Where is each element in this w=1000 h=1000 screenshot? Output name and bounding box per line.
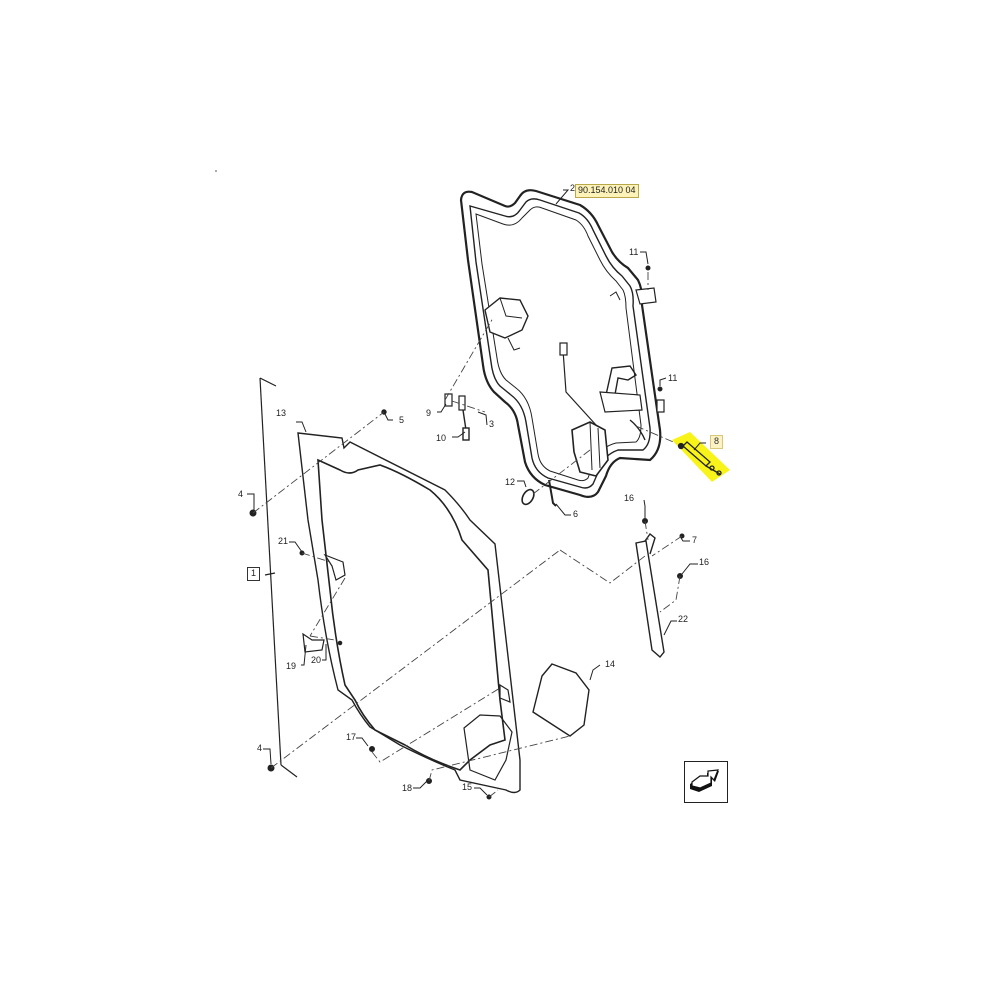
callout-9[interactable]: 9: [426, 408, 432, 418]
gas-strut-item-8[interactable]: [672, 432, 730, 482]
callout-17[interactable]: 17: [346, 732, 357, 742]
callout-7[interactable]: 7: [692, 535, 698, 545]
item-1-outline: [259, 377, 298, 778]
strip-item-22: [635, 532, 665, 659]
callout-8-highlighted[interactable]: 8: [710, 435, 724, 449]
hardware-parts: [249, 265, 685, 800]
leader-lines: [247, 189, 706, 796]
callout-2[interactable]: 2: [570, 183, 576, 193]
stray-dot: [215, 170, 217, 172]
glass-item-14: [532, 663, 590, 737]
callout-13[interactable]: 13: [276, 408, 287, 418]
callout-11-lower[interactable]: 11: [668, 373, 678, 383]
reference-link-90-154-010-04[interactable]: 90.154.010 04: [575, 184, 639, 198]
callout-16-right[interactable]: 16: [699, 557, 710, 567]
callout-16-top[interactable]: 16: [624, 493, 635, 503]
callout-20[interactable]: 20: [311, 655, 322, 665]
callout-3[interactable]: 3: [489, 419, 495, 429]
door-panel-item-13: [297, 432, 521, 794]
callout-4-bottom[interactable]: 4: [257, 743, 263, 753]
callout-4-top[interactable]: 4: [238, 489, 244, 499]
callout-21[interactable]: 21: [278, 536, 289, 546]
callout-22[interactable]: 22: [678, 614, 689, 624]
callout-6[interactable]: 6: [573, 509, 579, 519]
callout-11-top[interactable]: 11: [629, 247, 639, 257]
arrow-glyph-icon: [690, 769, 719, 792]
assembly-lines: [252, 272, 683, 798]
next-page-arrow-icon[interactable]: [684, 761, 728, 803]
callout-10[interactable]: 10: [436, 433, 447, 443]
callout-1-boxed[interactable]: 1: [247, 567, 261, 581]
callout-5[interactable]: 5: [399, 415, 405, 425]
callout-14[interactable]: 14: [605, 659, 616, 669]
callout-12[interactable]: 12: [505, 477, 516, 487]
door-frame-item-2: [459, 189, 665, 499]
callout-19[interactable]: 19: [286, 661, 297, 671]
callout-18[interactable]: 18: [402, 783, 413, 793]
callout-15[interactable]: 15: [462, 782, 473, 792]
